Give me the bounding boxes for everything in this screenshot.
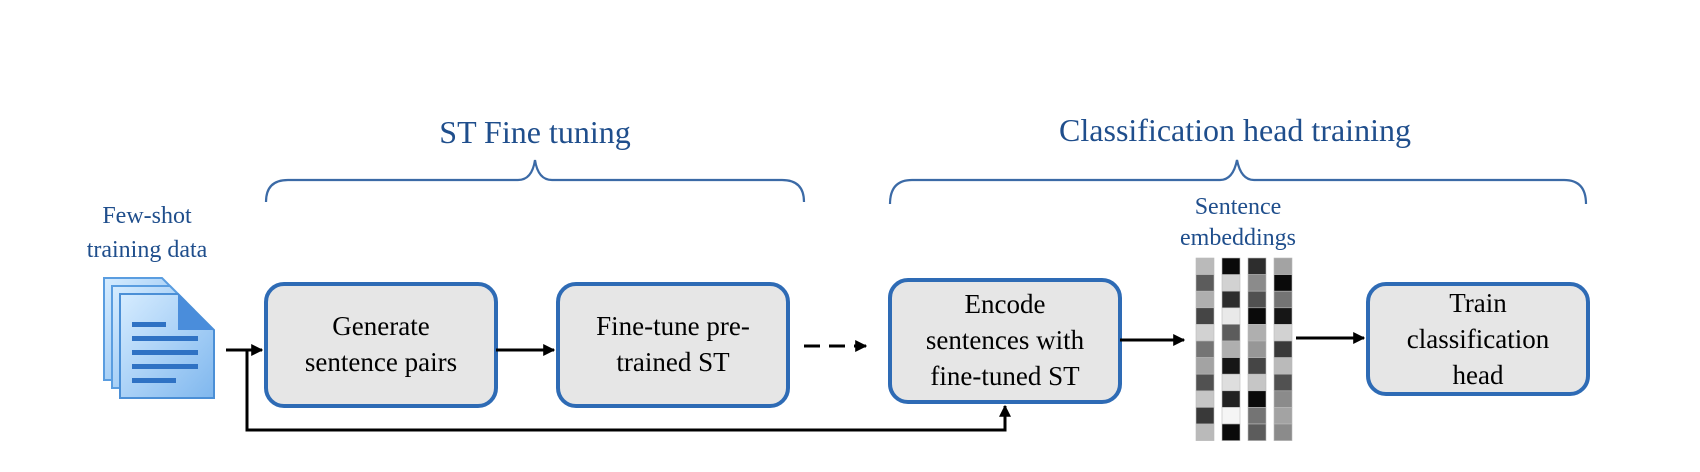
embedding-cell-0-6 [1195,357,1215,375]
step-fine-tune-line2: trained ST [616,347,730,377]
step-generate-line2: sentence pairs [305,347,457,377]
embedding-cell-1-1 [1221,274,1241,292]
embedding-cell-1-3 [1221,307,1241,325]
embedding-cell-2-10 [1247,423,1267,441]
embedding-cell-3-6 [1273,357,1293,375]
embedding-cell-3-7 [1273,373,1293,392]
flow-arrows [226,332,1366,432]
embedding-cell-3-10 [1273,423,1293,441]
embedding-cell-3-4 [1273,324,1293,342]
step-train-line3: head [1453,360,1504,390]
step-train-line1: Train [1449,288,1507,318]
embedding-cell-0-9 [1195,407,1215,425]
step-train-line2: classification [1407,324,1550,354]
embedding-cell-2-0 [1247,257,1267,275]
document-stack-icon [103,277,215,399]
embedding-cell-2-4 [1247,324,1267,342]
input-label-line1: Few-shot [102,203,192,229]
embedding-cell-3-5 [1273,340,1293,358]
embedding-cell-1-6 [1221,357,1241,375]
step-encode-sentences: Encode sentences with fine-tuned ST [888,278,1122,404]
embedding-cell-2-7 [1247,373,1267,392]
embedding-cell-1-0 [1221,257,1241,275]
embedding-cell-2-3 [1247,307,1267,325]
embedding-cell-2-5 [1247,340,1267,358]
embedding-cell-1-7 [1221,373,1241,392]
embedding-cell-3-3 [1273,307,1293,325]
embedding-cell-0-8 [1195,390,1215,408]
embedding-cell-0-10 [1195,423,1215,441]
embeddings-label-line2: embeddings [1180,225,1296,251]
sentence-embedding-matrix [1195,257,1293,441]
embedding-cell-1-5 [1221,340,1241,358]
embedding-cell-3-0 [1273,257,1293,275]
brace-head-training [888,159,1588,205]
embedding-cell-3-8 [1273,390,1293,408]
embedding-cell-0-7 [1195,373,1215,392]
embedding-cell-3-9 [1273,407,1293,425]
step-generate-sentence-pairs: Generate sentence pairs [264,282,498,408]
phase-title-head-training: Classification head training [1059,112,1411,148]
embedding-cell-1-4 [1221,324,1241,342]
embedding-cell-0-3 [1195,307,1215,325]
step-encode-line3: fine-tuned ST [930,361,1080,391]
embedding-cell-0-5 [1195,340,1215,358]
embedding-cell-3-2 [1273,290,1293,309]
embedding-cell-1-8 [1221,390,1241,408]
arrow-data-bypass-to-encode [245,350,1011,432]
embedding-cell-1-10 [1221,423,1241,441]
step-generate-line1: Generate [332,311,429,341]
step-fine-tune-st: Fine-tune pre- trained ST [556,282,790,408]
step-fine-tune-line1: Fine-tune pre- [596,311,750,341]
embedding-cell-0-2 [1195,290,1215,309]
step-encode-line1: Encode [965,289,1046,319]
embedding-cell-1-2 [1221,290,1241,309]
embeddings-label-line1: Sentence [1195,194,1282,220]
embedding-cell-2-9 [1247,407,1267,425]
embedding-cell-1-9 [1221,407,1241,425]
step-encode-line2: sentences with [926,325,1085,355]
input-label-line2: training data [87,237,208,263]
step-train-classification-head: Train classification head [1366,282,1590,396]
embedding-cell-2-2 [1247,290,1267,309]
embedding-cell-2-8 [1247,390,1267,408]
embedding-cell-2-1 [1247,274,1267,292]
embedding-cell-0-1 [1195,274,1215,292]
embedding-cell-0-0 [1195,257,1215,275]
embedding-cell-0-4 [1195,324,1215,342]
embedding-cell-3-1 [1273,274,1293,292]
phase-title-fine-tuning: ST Fine tuning [439,114,630,150]
brace-fine-tuning [264,159,806,203]
embedding-cell-2-6 [1247,357,1267,375]
